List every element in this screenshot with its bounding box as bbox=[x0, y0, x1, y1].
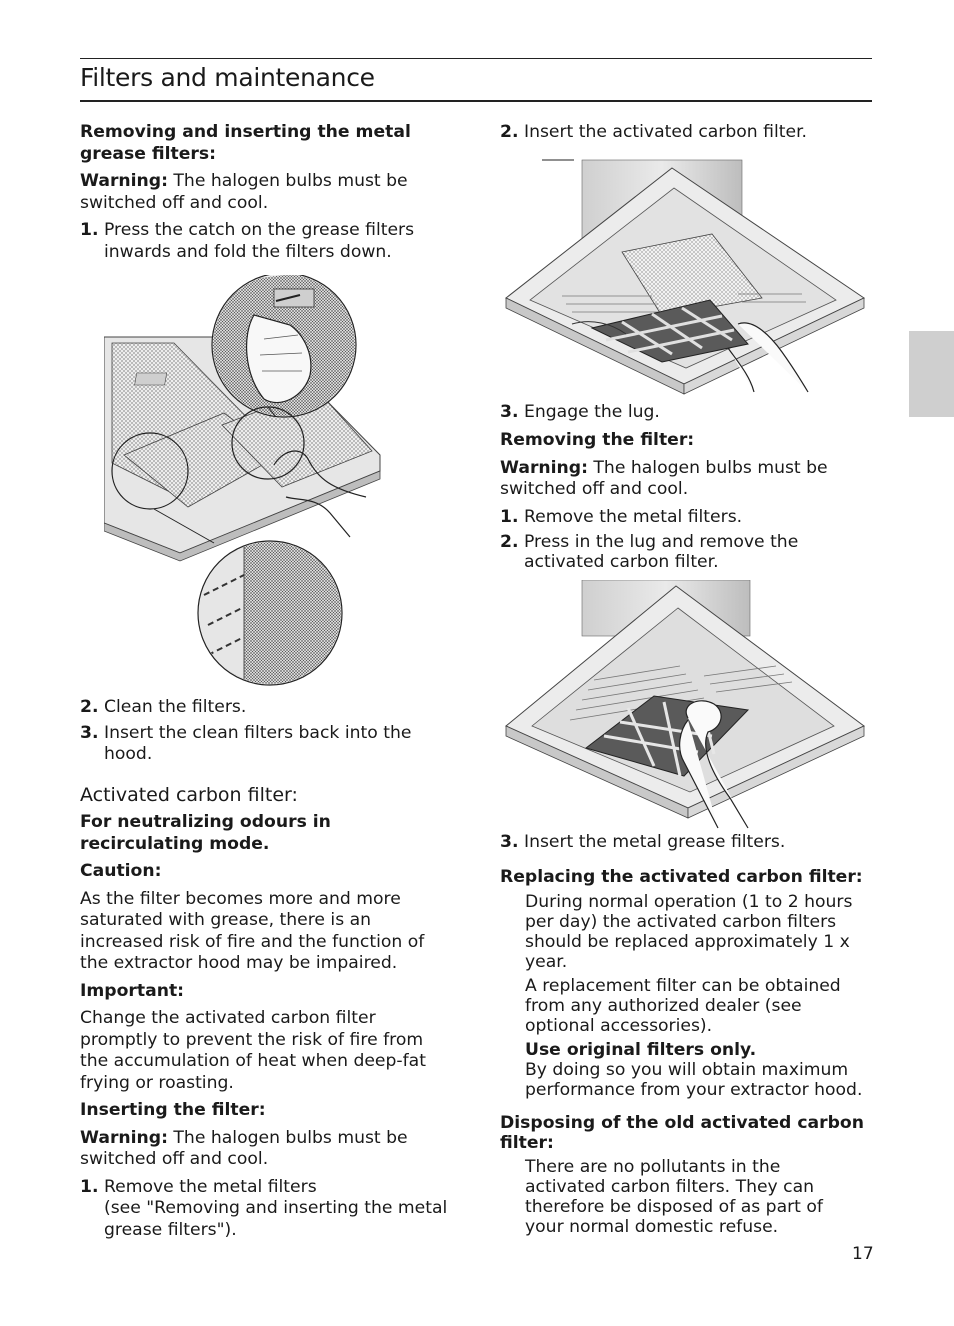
warning-paragraph-3: Warning: The halogen bulbs must be switc… bbox=[500, 458, 872, 501]
section-tab-marker bbox=[909, 331, 954, 417]
remove-carbon-filter-drawing bbox=[505, 580, 865, 829]
step-text: Engage the lug. bbox=[524, 401, 660, 422]
replacing-paragraph-1: During normal operation (1 to 2 hours pe… bbox=[525, 892, 853, 972]
warning-paragraph-2: Warning: The halogen bulbs must be switc… bbox=[80, 1128, 460, 1171]
warning-text: The halogen bulbs must be switched off a… bbox=[500, 457, 828, 500]
step-text: Insert the activated carbon filter. bbox=[524, 122, 808, 142]
remove-step-1: 1. Remove the metal filters. bbox=[500, 507, 872, 529]
step-text-line-2: (see "Removing and inserting the metal g… bbox=[104, 1198, 448, 1240]
grease-step-1: 1. Press the catch on the grease filters… bbox=[80, 220, 460, 263]
warning-label: Warning: bbox=[80, 171, 168, 191]
disposing-text: There are no pollutants in the activated… bbox=[525, 1157, 823, 1237]
remove-step-3: 3. Insert the metal grease filters. bbox=[500, 832, 872, 854]
warning-label: Warning: bbox=[500, 457, 588, 478]
important-text: Change the activated carbon filter promp… bbox=[80, 1008, 426, 1093]
top-rule bbox=[80, 58, 872, 59]
right-column: 2. Insert the activated carbon filter. bbox=[500, 122, 872, 1237]
step-text: Press in the lug and remove the activate… bbox=[524, 532, 799, 572]
step-text-line-1: Remove the metal filters bbox=[104, 1176, 317, 1197]
warning-text: The halogen bulbs must be switched off a… bbox=[80, 171, 408, 213]
original-filters-label: Use original filters only. bbox=[525, 1040, 757, 1060]
step-number: 1. bbox=[80, 220, 99, 240]
remove-carbon-filter-illustration bbox=[504, 580, 870, 830]
insert-carbon-filter-illustration bbox=[502, 148, 868, 396]
important-label: Important: bbox=[80, 980, 185, 1001]
title-rule bbox=[80, 100, 872, 102]
step-number: 2. bbox=[500, 122, 519, 142]
step-number: 3. bbox=[80, 722, 99, 743]
grease-step-3: 3. Insert the clean filters back into th… bbox=[80, 723, 444, 766]
insert-step-1: 1. Remove the metal filters (see "Removi… bbox=[80, 1177, 460, 1242]
section-title-carbon-filter: Activated carbon filter: bbox=[80, 783, 298, 806]
step-number: 2. bbox=[80, 697, 99, 717]
remove-step-2: 2. Press in the lug and remove the activ… bbox=[500, 532, 872, 572]
step-number: 1. bbox=[500, 506, 519, 527]
left-column: Removing and inserting the metal grease … bbox=[80, 122, 460, 1241]
caution-label: Caution: bbox=[80, 861, 162, 881]
insert-carbon-filter-drawing bbox=[505, 159, 866, 395]
step-text: Press the catch on the grease filters in… bbox=[104, 220, 415, 262]
grease-filter-illustration bbox=[104, 275, 394, 687]
page-title: Filters and maintenance bbox=[80, 63, 375, 92]
step-text: Insert the metal grease filters. bbox=[524, 832, 786, 852]
disposing-heading: Disposing of the old activated carbon fi… bbox=[500, 1113, 864, 1153]
inserting-heading: Inserting the filter: bbox=[80, 1100, 266, 1120]
step-text: Clean the filters. bbox=[104, 697, 247, 717]
step-number: 2. bbox=[500, 532, 519, 552]
step-number: 3. bbox=[500, 832, 519, 852]
replacing-paragraph-2: A replacement filter can be obtained fro… bbox=[525, 976, 841, 1036]
insert-step-3: 3. Engage the lug. bbox=[500, 402, 872, 424]
replacing-heading: Replacing the activated carbon filter: bbox=[500, 866, 863, 887]
warning-paragraph-1: Warning: The halogen bulbs must be switc… bbox=[80, 171, 460, 214]
removing-heading: Removing the filter: bbox=[500, 430, 695, 450]
page-number: 17 bbox=[852, 1244, 874, 1264]
insert-step-2: 2. Insert the activated carbon filter. bbox=[500, 122, 872, 144]
step-number: 3. bbox=[500, 401, 519, 422]
caution-text: As the filter becomes more and more satu… bbox=[80, 888, 425, 974]
warning-label: Warning: bbox=[80, 1127, 168, 1148]
step-text: Remove the metal filters. bbox=[524, 506, 743, 527]
neutralizing-heading: For neutralizing odours in recirculating… bbox=[80, 812, 331, 854]
step-number: 1. bbox=[80, 1176, 99, 1197]
grease-step-2: 2. Clean the filters. bbox=[80, 697, 460, 719]
original-filters-text: By doing so you will obtain maximum perf… bbox=[525, 1060, 863, 1100]
step-text: Insert the clean filters back into the h… bbox=[104, 722, 412, 765]
warning-text: The halogen bulbs must be switched off a… bbox=[80, 1127, 408, 1170]
grease-filter-heading: Removing and inserting the metal grease … bbox=[80, 122, 411, 164]
grease-filter-drawing bbox=[104, 275, 381, 686]
